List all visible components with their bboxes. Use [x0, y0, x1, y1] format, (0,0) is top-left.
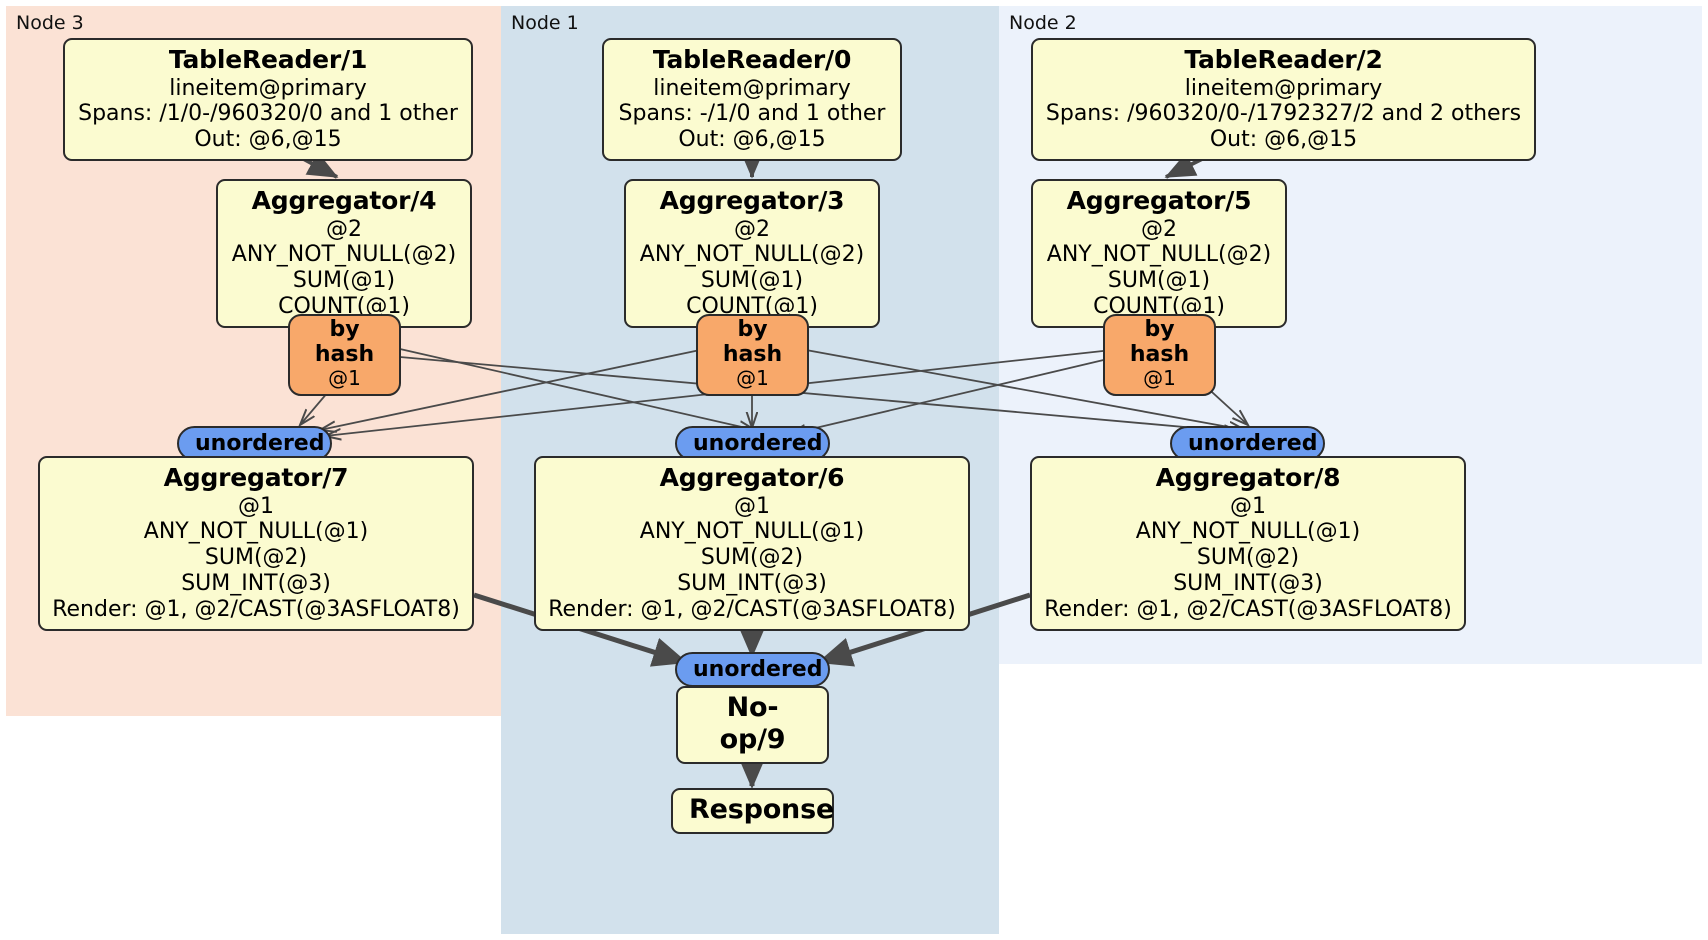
hash-router-right[interactable]: by hash @1	[1103, 314, 1216, 396]
node-title: Aggregator/8	[1155, 463, 1341, 492]
node-line: Out: @6,@15	[678, 127, 826, 153]
table-reader-0[interactable]: TableReader/0 lineitem@primary Spans: -/…	[602, 38, 902, 162]
node-line: SUM(@1)	[700, 268, 804, 294]
table-reader-1[interactable]: TableReader/1 lineitem@primary Spans: /1…	[63, 38, 473, 162]
node-line: SUM(@2)	[1196, 545, 1300, 571]
node-line: Render: @1, @2/CAST(@3ASFLOAT8)	[548, 597, 956, 623]
node-title: Aggregator/7	[163, 463, 349, 492]
node-line: @2	[1141, 216, 1177, 242]
node-line: lineitem@primary	[653, 75, 851, 101]
receiver-label: unordered	[693, 657, 823, 682]
node-title: No-op/9	[719, 692, 786, 755]
node-line: SUM(@2)	[204, 545, 308, 571]
node-line: Spans: /960320/0-/1792327/2 and 2 others	[1045, 101, 1522, 127]
aggregator-7[interactable]: Aggregator/7 @1 ANY_NOT_NULL(@1) SUM(@2)…	[38, 456, 474, 632]
node-line: SUM(@1)	[292, 268, 396, 294]
node-line: Render: @1, @2/CAST(@3ASFLOAT8)	[1044, 597, 1452, 623]
node-line: @2	[734, 216, 770, 242]
aggregator-8[interactable]: Aggregator/8 @1 ANY_NOT_NULL(@1) SUM(@2)…	[1030, 456, 1466, 632]
aggregator-4[interactable]: Aggregator/4 @2 ANY_NOT_NULL(@2) SUM(@1)…	[216, 179, 472, 329]
node-line: Spans: /1/0-/960320/0 and 1 other	[78, 101, 458, 127]
receiver-label: unordered	[195, 431, 325, 456]
node-title: TableReader/1	[168, 45, 368, 74]
receiver-left[interactable]: unordered	[177, 426, 332, 461]
receiver-right[interactable]: unordered	[1170, 426, 1325, 461]
node-line: @1	[238, 493, 274, 519]
node-line: @1	[1230, 493, 1266, 519]
node-line: SUM(@1)	[1107, 268, 1211, 294]
node-line: @1	[734, 493, 770, 519]
hash-router-middle[interactable]: by hash @1	[696, 314, 809, 396]
node-line: Out: @6,@15	[1209, 127, 1358, 153]
node-title: Aggregator/4	[251, 186, 437, 215]
receiver-middle[interactable]: unordered	[675, 426, 830, 461]
node-line: ANY_NOT_NULL(@2)	[231, 242, 457, 268]
router-type: by hash	[722, 317, 783, 367]
panel-node-1-label: Node 1	[511, 12, 579, 34]
node-line: ANY_NOT_NULL(@1)	[143, 519, 369, 545]
node-title: Aggregator/5	[1066, 186, 1252, 215]
node-line: ANY_NOT_NULL(@1)	[639, 519, 865, 545]
hash-router-left[interactable]: by hash @1	[288, 314, 401, 396]
panel-node-2-label: Node 2	[1009, 12, 1077, 34]
router-column: @1	[1143, 366, 1176, 391]
node-line: ANY_NOT_NULL(@2)	[639, 242, 865, 268]
aggregator-6[interactable]: Aggregator/6 @1 ANY_NOT_NULL(@1) SUM(@2)…	[534, 456, 970, 632]
receiver-label: unordered	[693, 431, 823, 456]
node-line: lineitem@primary	[169, 75, 367, 101]
aggregator-5[interactable]: Aggregator/5 @2 ANY_NOT_NULL(@2) SUM(@1)…	[1031, 179, 1287, 329]
node-line: SUM_INT(@3)	[181, 571, 331, 597]
router-type: by hash	[314, 317, 375, 367]
node-title: Response	[689, 794, 835, 825]
aggregator-3[interactable]: Aggregator/3 @2 ANY_NOT_NULL(@2) SUM(@1)…	[624, 179, 880, 329]
response[interactable]: Response	[671, 788, 834, 834]
router-column: @1	[328, 366, 361, 391]
node-line: Render: @1, @2/CAST(@3ASFLOAT8)	[52, 597, 460, 623]
router-type: by hash	[1129, 317, 1190, 367]
node-line: ANY_NOT_NULL(@2)	[1046, 242, 1272, 268]
node-line: SUM(@2)	[700, 545, 804, 571]
table-reader-2[interactable]: TableReader/2 lineitem@primary Spans: /9…	[1031, 38, 1536, 162]
node-title: Aggregator/6	[659, 463, 845, 492]
node-title: Aggregator/3	[659, 186, 845, 215]
receiver-label: unordered	[1188, 431, 1318, 456]
no-op-9[interactable]: No-op/9	[676, 686, 829, 764]
node-line: ANY_NOT_NULL(@1)	[1135, 519, 1361, 545]
node-line: SUM_INT(@3)	[677, 571, 827, 597]
receiver-final[interactable]: unordered	[675, 652, 830, 687]
node-line: SUM_INT(@3)	[1173, 571, 1323, 597]
panel-node-3-label: Node 3	[16, 12, 84, 34]
router-column: @1	[736, 366, 769, 391]
node-line: lineitem@primary	[1184, 75, 1383, 101]
node-title: TableReader/2	[1184, 45, 1383, 74]
node-title: TableReader/0	[652, 45, 852, 74]
node-line: Out: @6,@15	[194, 127, 342, 153]
node-line: Spans: -/1/0 and 1 other	[618, 101, 886, 127]
node-line: @2	[326, 216, 362, 242]
